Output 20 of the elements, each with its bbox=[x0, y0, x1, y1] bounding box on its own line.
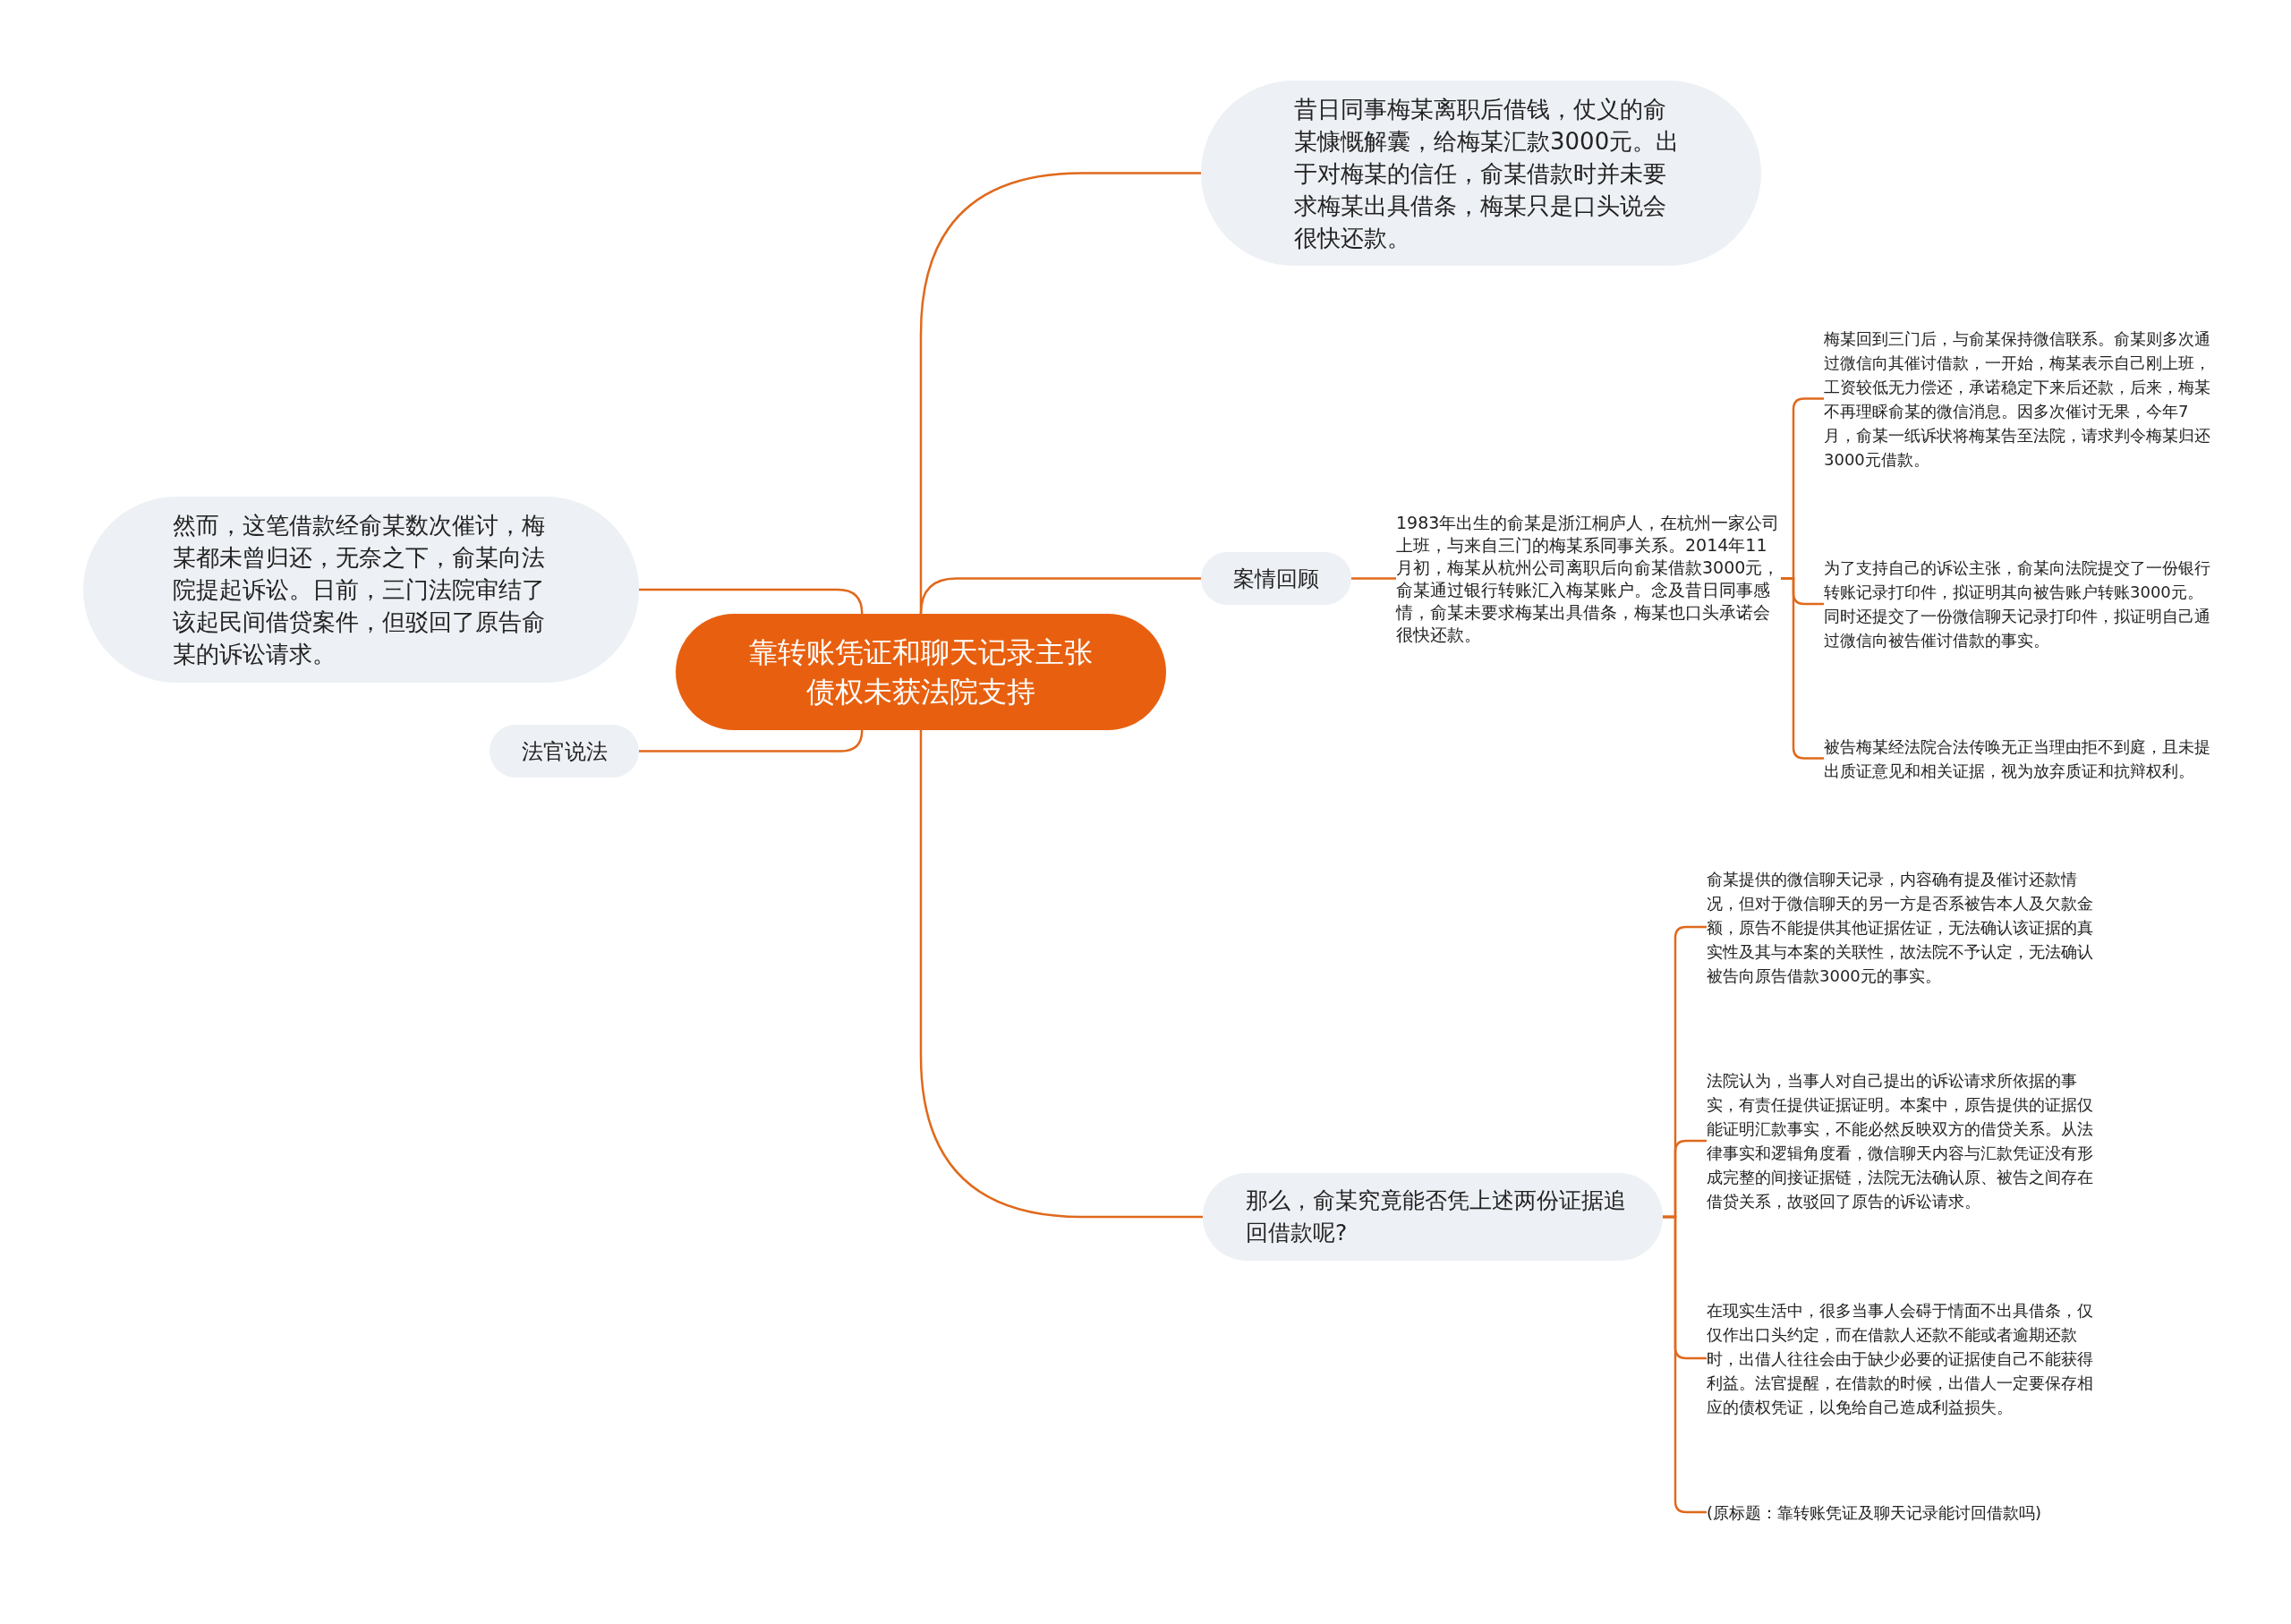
connector-line bbox=[1663, 1215, 1707, 1514]
detail-text: 在现实生活中，很多当事人会碍于情面不出具借条，仅仅作出口头约定，而在借款人还款不能或者逾期还款时，出借人往往会由于缺少必要的证据使自己不能获得利益。法官提醒，在借款的时候，出借人一定要保存相应的债权凭证，以免给自己造成利益损失。 bbox=[1707, 1286, 2097, 1431]
connector-line bbox=[639, 728, 864, 752]
connector-line bbox=[639, 588, 864, 616]
connector-line bbox=[1351, 577, 1396, 580]
connector-line bbox=[919, 577, 1201, 616]
topic-bubble: 法官说法 bbox=[490, 725, 639, 778]
detail-text: 为了支持自己的诉讼主张，俞某向法院提交了一份银行转账记录打印件，拟证明其向被告账户转账3000元。同时还提交了一份微信聊天记录打印件，拟证明自己通过微信向被告催讨借款的事实。 bbox=[1824, 543, 2218, 665]
topic-bubble: 昔日同事梅某离职后借钱，仗义的俞某慷慨解囊，给梅某汇款3000元。出于对梅某的信任，俞某借款时并未要求梅某出具借条，梅某只是口头说会很快还款。 bbox=[1201, 81, 1761, 266]
detail-text: 1983年出生的俞某是浙江桐庐人，在杭州一家公司上班，与来自三门的梅某系同事关系。2014年11月初，梅某从杭州公司离职后向俞某借款3000元，俞某通过银行转账汇入梅某账户。念及昔日同事感情，俞某未要求梅某出具借条，梅某也口头承诺会很快还款。 bbox=[1396, 504, 1781, 653]
detail-text: 被告梅某经法院合法传唤无正当理由拒不到庭，且未提出质证意见和相关证据，视为放弃质证和抗辩权利。 bbox=[1824, 720, 2218, 796]
topic-bubble: 那么，俞某究竟能否凭上述两份证据追回借款呢? bbox=[1203, 1173, 1663, 1261]
detail-text: 俞某提供的微信聊天记录，内容确有提及催讨还款情况，但对于微信聊天的另一方是否系被告本人及欠款金额，原告不能提供其他证据佐证，无法确认该证据的真实性及其与本案的关联性，故法院不予认定，无法确认被告向原告借款3000元的事实。 bbox=[1707, 855, 2097, 999]
detail-text: 法院认为，当事人对自己提出的诉讼请求所依据的事实，有责任提供证据证明。本案中，原告提供的证据仅能证明汇款事实，不能必然反映双方的借贷关系。从法律事实和逻辑角度看，微信聊天内容与汇款凭证没有形成完整的间接证据链，法院无法确认原、被告之间存在借贷关系，故驳回了原告的诉讼请求。 bbox=[1707, 1056, 2097, 1226]
topic-bubble: 然而，这笔借款经俞某数次催讨，梅某都未曾归还，无奈之下，俞某向法院提起诉讼。日前，三门法院审结了该起民间借贷案件，但驳回了原告俞某的诉讼请求。 bbox=[83, 497, 639, 683]
detail-text: 梅某回到三门后，与俞某保持微信联系。俞某则多次通过微信向其催讨借款，一开始，梅某表示自己刚上班，工资较低无力偿还，承诺稳定下来后还款，后来，梅某不再理睬俞某的微信消息。因多次催讨无果，今年7月，俞某一纸诉状将梅某告至法院，请求判令梅某归还3000元借款。 bbox=[1824, 314, 2218, 483]
central-topic: 靠转账凭证和聊天记录主张债权未获法院支持 bbox=[676, 614, 1166, 730]
connector-line bbox=[919, 730, 1203, 1219]
topic-bubble: 案情回顾 bbox=[1201, 552, 1351, 605]
detail-text: (原标题：靠转账凭证及聊天记录能讨回借款吗) bbox=[1707, 1487, 2097, 1537]
